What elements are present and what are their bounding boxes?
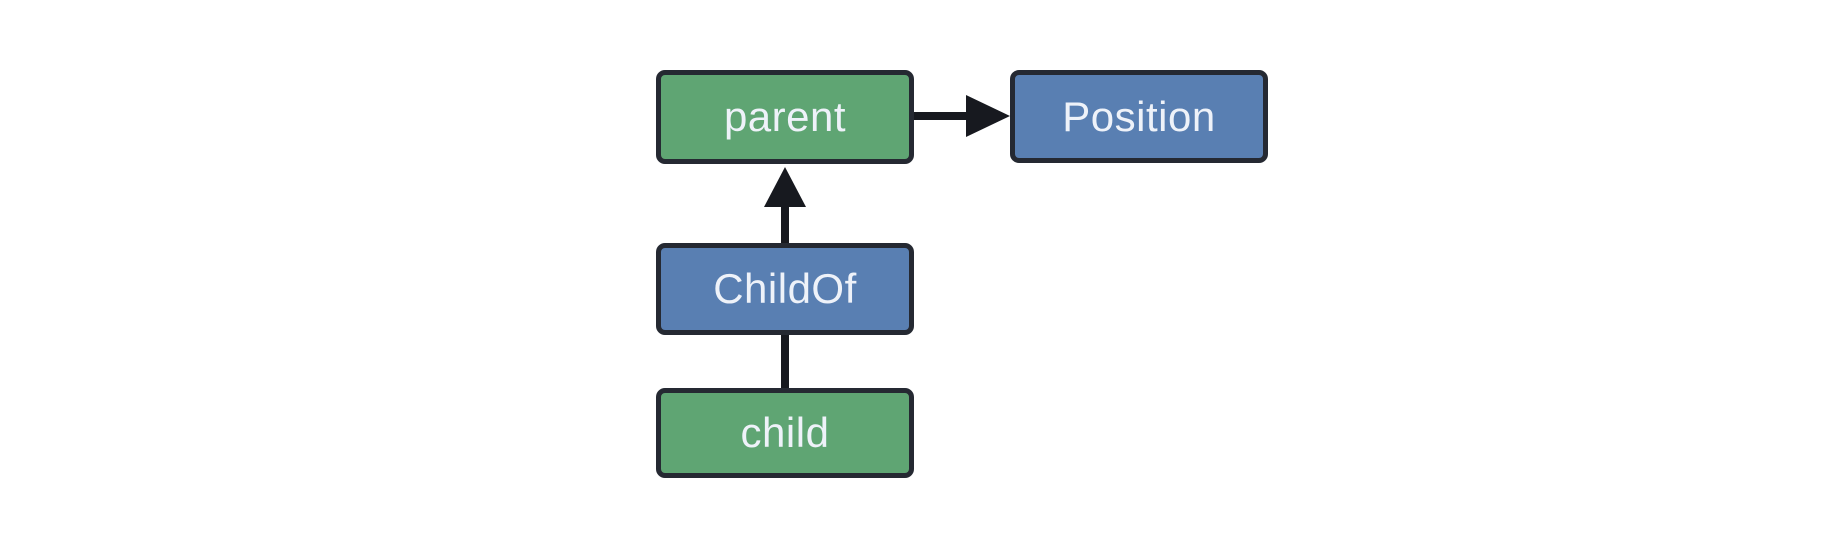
edge-childof-parent-shaft [781, 203, 789, 243]
node-parent-label: parent [723, 93, 847, 140]
node-childof: ChildOf [656, 243, 914, 335]
edge-childof-parent-arrowhead-up-icon [764, 167, 806, 207]
node-child-label: child [740, 409, 830, 456]
edge-parent-position-shaft [914, 112, 972, 120]
node-parent: parent [656, 70, 914, 164]
edge-parent-position-arrowhead-right-icon [966, 95, 1010, 137]
edge-child-childof-line [781, 335, 789, 388]
node-childof-label: ChildOf [713, 265, 857, 312]
node-child: child [656, 388, 914, 478]
node-position: Position [1010, 70, 1268, 163]
node-position-label: Position [1062, 92, 1216, 140]
